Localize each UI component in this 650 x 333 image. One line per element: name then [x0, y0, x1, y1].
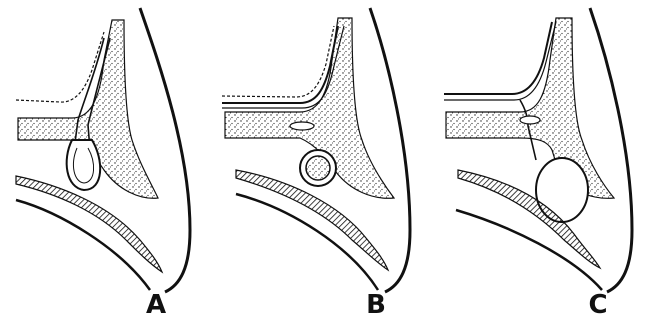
panel-b-layer-line-1: [222, 26, 338, 103]
panel-a: [16, 8, 190, 292]
panel-c-stippled-tissue: [446, 18, 614, 198]
panel-b-small-oval: [290, 122, 314, 130]
panel-b: [222, 8, 410, 292]
panel-c-small-oval: [520, 116, 540, 124]
panel-c-outer-contour: [590, 8, 632, 292]
panel-label-c: C: [578, 290, 618, 320]
panel-label-a: A: [136, 290, 176, 320]
panel-c: [444, 8, 632, 292]
panel-c-layer-line-1: [444, 22, 552, 94]
panel-a-dashed-line: [16, 32, 104, 102]
panel-b-outer-contour: [370, 8, 410, 292]
panel-c-layer-line-2: [444, 22, 556, 100]
panel-b-cyst-inner: [306, 156, 330, 180]
panel-a-inner-curve: [16, 200, 150, 290]
panel-label-b: B: [356, 290, 396, 320]
panel-b-dashed-line: [222, 26, 334, 97]
